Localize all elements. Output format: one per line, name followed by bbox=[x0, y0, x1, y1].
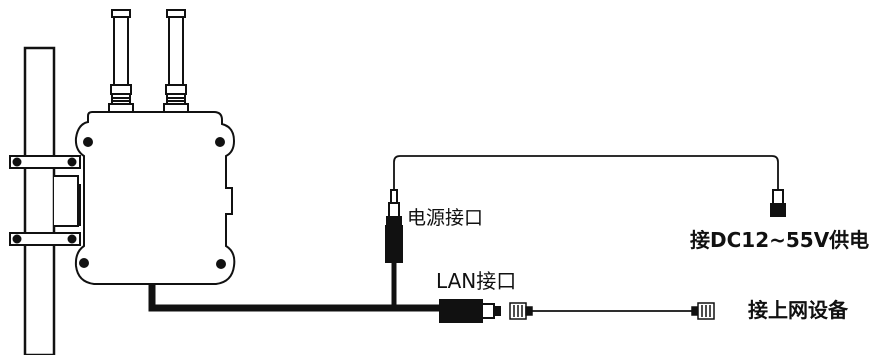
bracket-arm bbox=[54, 175, 79, 227]
dc-supply-label: 接DC12~55V供电 bbox=[690, 228, 870, 252]
dc-plug-connector bbox=[770, 189, 786, 217]
power-port-label: 电源接口 bbox=[407, 207, 484, 229]
mounting-pole bbox=[23, 46, 56, 355]
device-housing bbox=[74, 111, 236, 285]
device-cable bbox=[148, 284, 440, 312]
antenna-right bbox=[163, 9, 189, 113]
housing-screws bbox=[79, 137, 226, 269]
mounting-bracket-upper bbox=[9, 155, 81, 169]
network-device-label: 接上网设备 bbox=[748, 298, 848, 322]
antenna-left bbox=[108, 9, 134, 113]
dc-power-wire bbox=[393, 155, 779, 190]
rj45-plug-right bbox=[691, 302, 715, 320]
rj45-plug-left bbox=[509, 302, 533, 320]
lan-port-connector bbox=[439, 299, 501, 323]
power-port-connector bbox=[385, 189, 403, 263]
lan-port-label: LAN接口 bbox=[436, 269, 517, 293]
mounting-bracket-lower bbox=[9, 232, 81, 246]
